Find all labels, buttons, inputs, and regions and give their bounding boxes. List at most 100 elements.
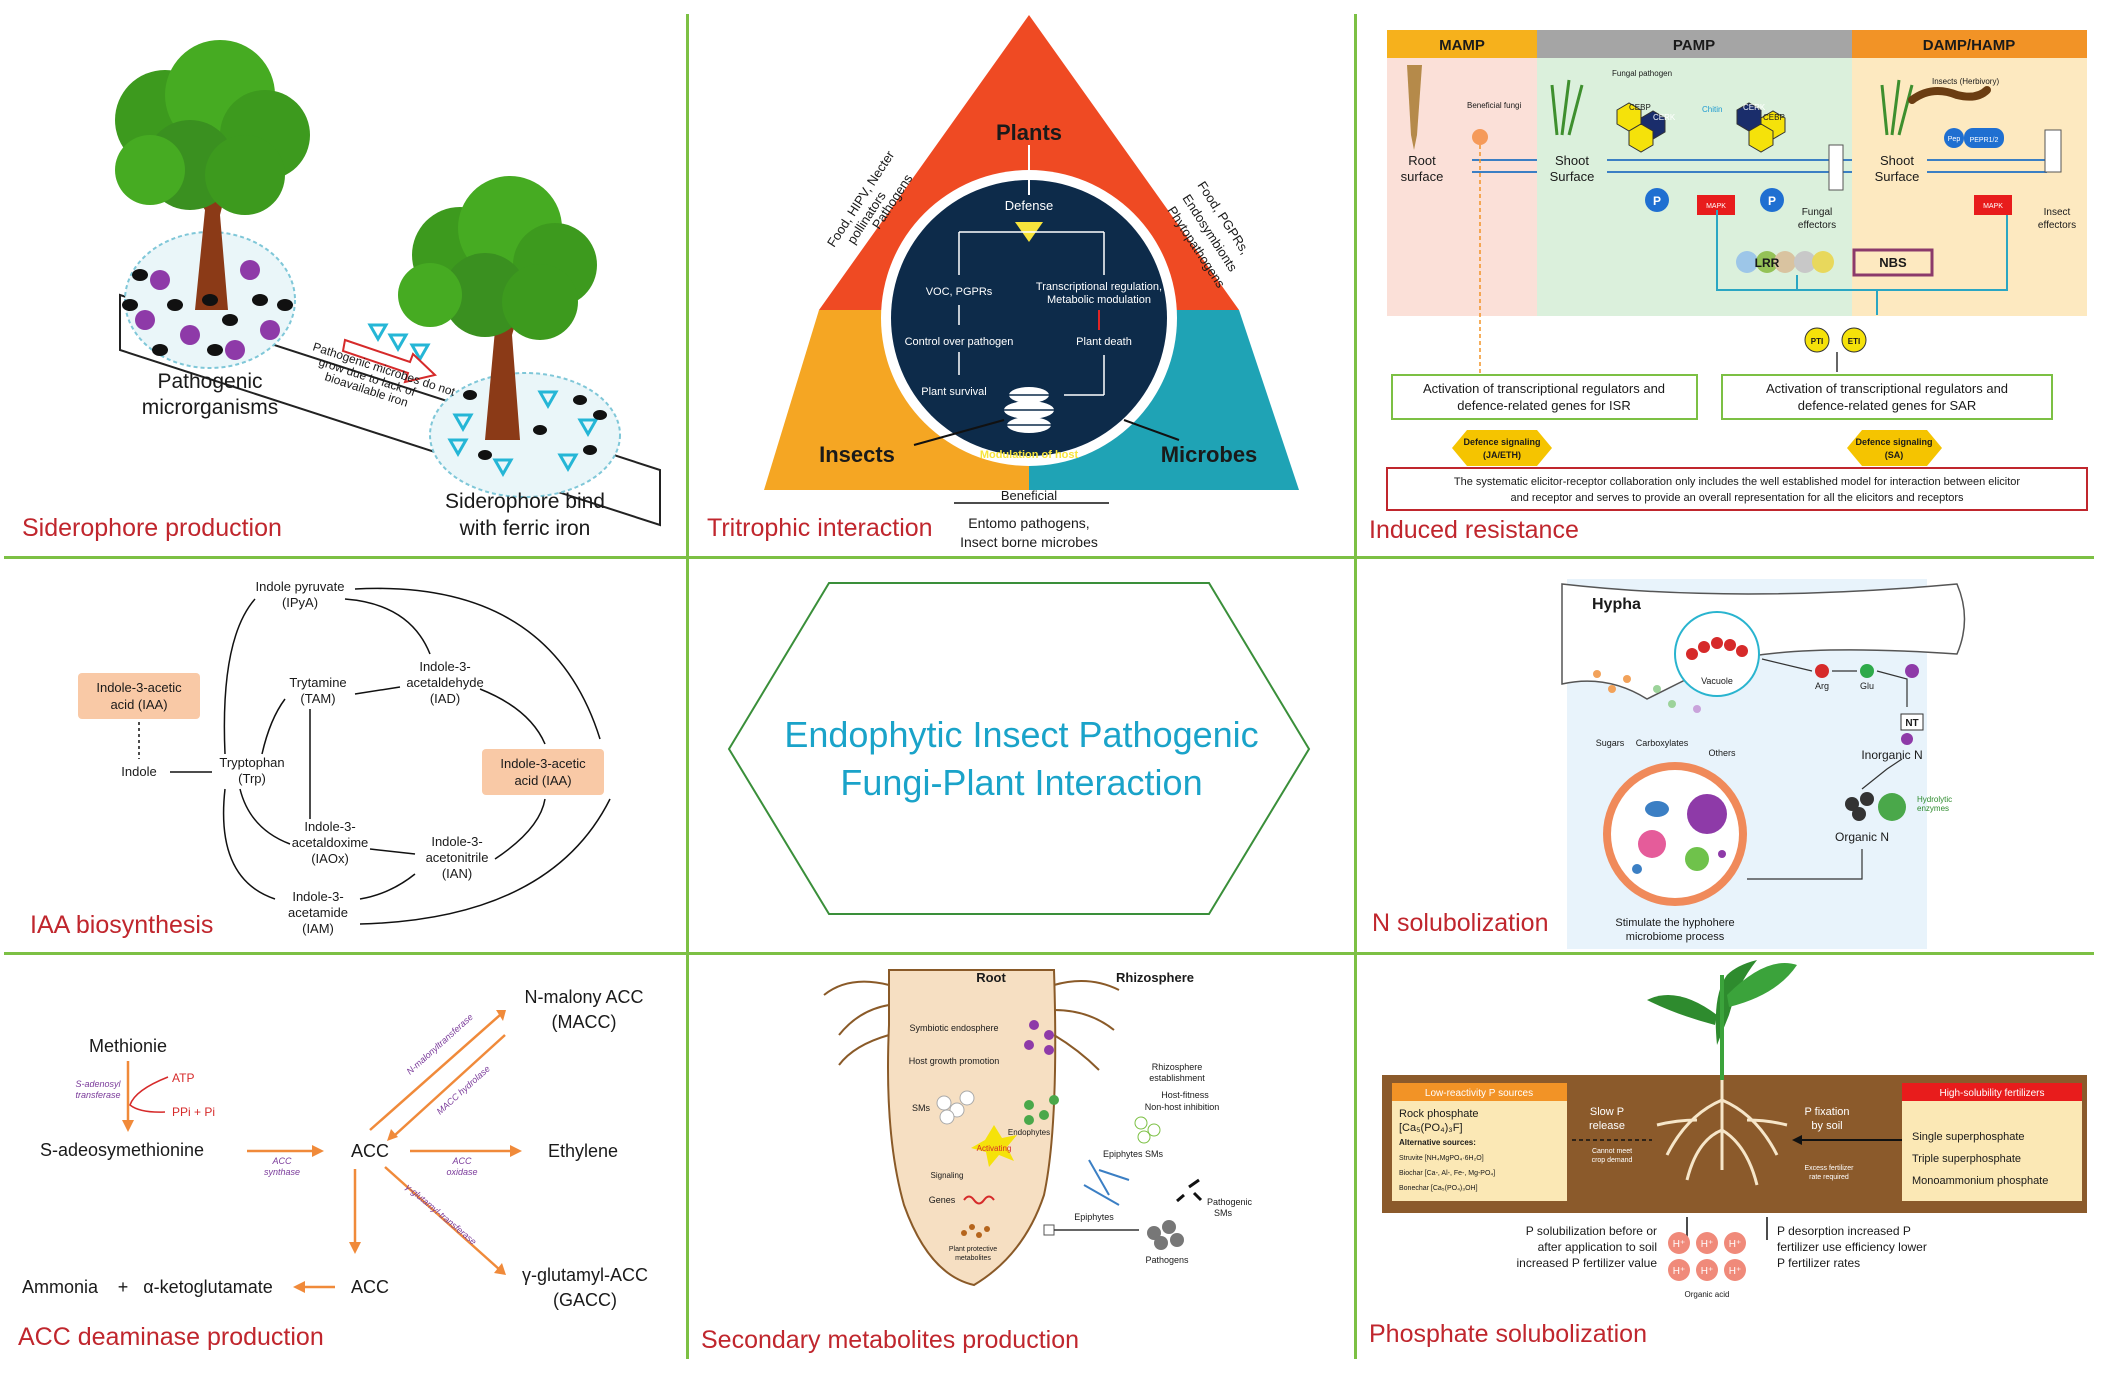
- tam-2: (TAM): [300, 691, 335, 706]
- shoot-icon-2: [1880, 79, 1914, 136]
- secondary-illustration: Root Rhizosphere Symbiotic endosphere Ho…: [823, 969, 1253, 1287]
- hplus-icons: [1668, 1232, 1746, 1281]
- metabolic-label: Metabolic modulation: [1047, 294, 1151, 306]
- secondary-panel: Root Rhizosphere Symbiotic endosphere Ho…: [689, 955, 1354, 1373]
- struvite: Struvite [NH₄MgPO₄·6H₂O]: [1399, 1155, 1484, 1162]
- pfix-1: P fixation: [1804, 1106, 1849, 1118]
- rock-1: Rock phosphate: [1399, 1108, 1479, 1120]
- iad-1: Indole-3-: [419, 659, 470, 674]
- vacuole-label: Vacuole: [1701, 676, 1733, 686]
- low-header: Low-reactivity P sources: [1425, 1088, 1533, 1099]
- pathogenic-sms-1: Pathogenic: [1207, 1197, 1253, 1207]
- iaa-title: IAA biosynthesis: [30, 911, 214, 939]
- ketoglutarate-label: α-ketoglutamate: [143, 1277, 272, 1297]
- others-label: Others: [1708, 748, 1736, 758]
- host-growth-label: Host growth promotion: [909, 1056, 1000, 1066]
- sig-sa-2: (SA): [1885, 450, 1904, 460]
- sugars-label: Sugars: [1596, 738, 1625, 748]
- pepr-label: PEPR1/2: [1970, 137, 1999, 144]
- center-hexagon-illustration: [727, 582, 1311, 915]
- voc-label: VOC, PGPRs: [926, 286, 993, 298]
- tryptophan-2: (Trp): [238, 771, 266, 786]
- sig-ja-1: Defence signaling: [1463, 437, 1540, 447]
- note-line-1: The systematic elicitor-receptor collabo…: [1454, 476, 2021, 488]
- iaa-right-box: [482, 749, 604, 795]
- induced-panel: MAMP PAMP DAMP/HAMP Root surface Benefic…: [1357, 0, 2097, 556]
- ian-2: acetonitrile: [426, 850, 489, 865]
- phospho-left: P: [1653, 194, 1661, 208]
- h-1: H⁺: [1673, 1239, 1686, 1250]
- iam-2: acetamide: [288, 905, 348, 920]
- genes-label: Genes: [929, 1195, 956, 1205]
- caterpillar-icon: [1908, 86, 1991, 104]
- h-5: H⁺: [1701, 1266, 1714, 1277]
- map-label: Monoammonium phosphate: [1912, 1175, 2048, 1187]
- organic-n-label: Organic N: [1835, 830, 1889, 844]
- induced-title: Induced resistance: [1369, 516, 1579, 544]
- gacc-2: (GACC): [553, 1290, 617, 1310]
- ammonia-label: Ammonia: [22, 1277, 99, 1297]
- center-panel: Endophytic Insect Pathogenic Fungi-Plant…: [689, 559, 1354, 952]
- ian-1: Indole-3-: [431, 834, 482, 849]
- high-solubility-box: [1902, 1083, 2082, 1201]
- hydrolytic-1: Hydrolytic: [1917, 795, 1952, 804]
- isr-line-2: defence-related genes for ISR: [1457, 398, 1630, 413]
- red-arrow-icon: [341, 338, 438, 384]
- iaox-1: Indole-3-: [304, 819, 355, 834]
- ppi-label: PPi + Pi: [172, 1105, 215, 1119]
- ian-3: (IAN): [442, 866, 472, 881]
- n-title: N solubolization: [1372, 909, 1549, 937]
- pamp-label: PAMP: [1673, 37, 1715, 54]
- beneficial-fungi-label: Beneficial fungi: [1467, 101, 1521, 110]
- nbs-label: NBS: [1879, 255, 1907, 270]
- bonechar: Bonechar [Ca₅(PO₄)₃OH]: [1399, 1185, 1478, 1192]
- pamp-area: [1537, 58, 1852, 316]
- right-note-1: P desorption increased P: [1777, 1224, 1911, 1238]
- pathogen-dots: [122, 260, 293, 360]
- pathogenic-label-2: microrganisms: [142, 396, 279, 419]
- nbs-box: [1852, 248, 1934, 277]
- defense-circle: [891, 180, 1167, 456]
- ja-hexagon: [1452, 430, 1552, 466]
- h-2: H⁺: [1701, 1239, 1714, 1250]
- nt-box: [1900, 713, 1924, 731]
- effector-tube-icon: [1828, 144, 1844, 191]
- sms-bubbles: [936, 1090, 975, 1125]
- sms-label: SMs: [912, 1103, 931, 1113]
- h-6: H⁺: [1729, 1266, 1742, 1277]
- rhizosphere-label: Rhizosphere: [1116, 970, 1194, 985]
- divider-vertical-right: [1354, 14, 1357, 1359]
- hydrolytic-2: enzymes: [1917, 804, 1949, 813]
- atp-label: ATP: [172, 1071, 194, 1085]
- ipya-2: (IPyA): [282, 595, 318, 610]
- entomo-label-1: Entomo pathogens,: [968, 515, 1089, 531]
- root-icon: [1407, 65, 1422, 150]
- root-hairs-icon: [823, 980, 1120, 1071]
- n-panel: Hypha Vacuole Arg Glu NT Inorganic N Hyd…: [1357, 559, 2097, 952]
- pfix-2: by soil: [1811, 1120, 1842, 1132]
- cerk-left: CERK: [1653, 113, 1676, 122]
- root-surface-1: Root: [1408, 153, 1436, 168]
- n-illustration: Hypha Vacuole Arg Glu NT Inorganic N Hyd…: [1561, 579, 1966, 949]
- mamp-header: [1387, 30, 1537, 58]
- ipya-1: Indole pyruvate: [256, 579, 345, 594]
- root-label: Root: [976, 970, 1006, 985]
- tritrophic-title: Tritrophic interaction: [707, 514, 933, 542]
- plant-survival-label: Plant survival: [921, 386, 986, 398]
- fungal-effectors-2: effectors: [1798, 220, 1836, 231]
- acc-title: ACC deaminase production: [18, 1323, 324, 1351]
- activating-star-icon: [971, 1125, 1017, 1167]
- insect-effectors-1: Insect: [2044, 207, 2071, 218]
- iad-2: acetaldehyde: [406, 675, 483, 690]
- cannot-2: crop demand: [1592, 1157, 1633, 1164]
- hypha-outline: [1561, 583, 1966, 700]
- microbes-label: Microbes: [1161, 442, 1258, 467]
- macc-1: N-malony ACC: [524, 987, 643, 1007]
- isr-box: [1391, 374, 1698, 420]
- nt-label: NT: [1905, 718, 1918, 729]
- fungal-effectors-1: Fungal: [1802, 207, 1833, 218]
- microbe-icons: [1632, 794, 1727, 874]
- siderophore-bind-1: Siderophore bind: [445, 490, 605, 513]
- acc-panel: Methionie S-adenosyl transferase ATP PPi…: [0, 955, 686, 1373]
- acc-illustration: Methionie S-adenosyl transferase ATP PPi…: [22, 987, 648, 1310]
